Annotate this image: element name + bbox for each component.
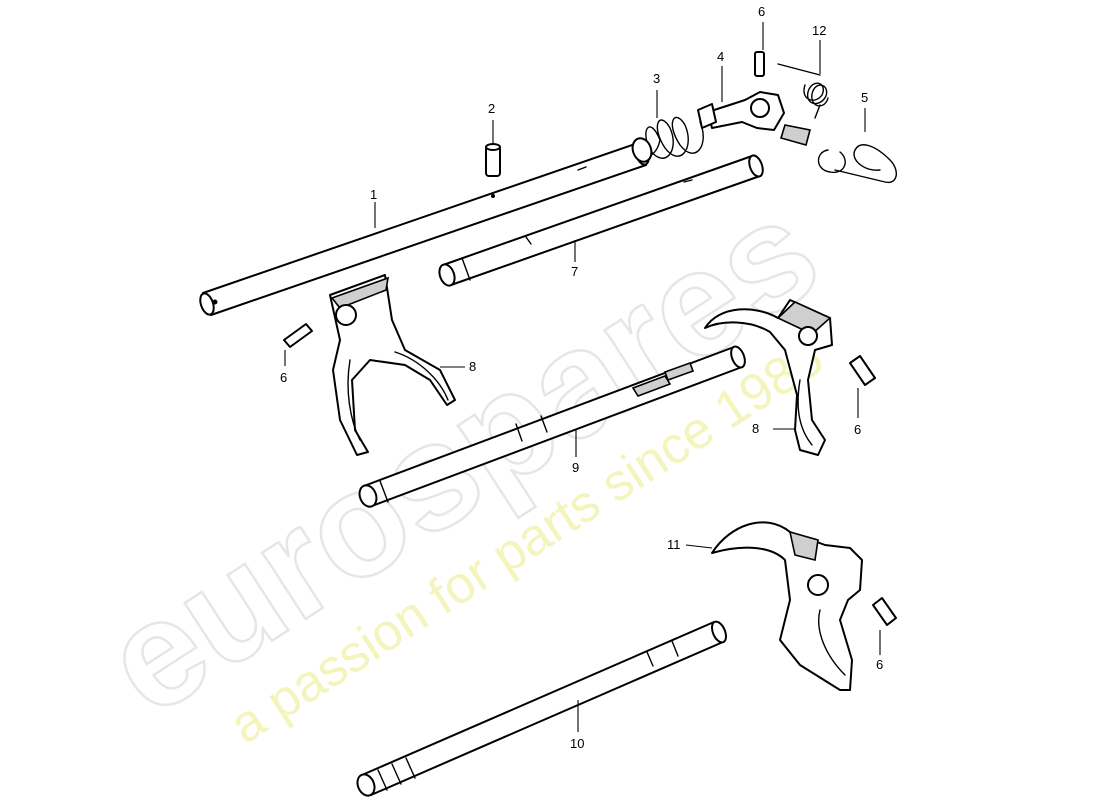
callout-1: 1 [370, 187, 377, 202]
shift-fork-8-left [329, 274, 456, 456]
callout-8-right: 8 [752, 421, 759, 436]
pin-6-top [754, 51, 765, 77]
callout-6-mid: 6 [854, 422, 861, 437]
callouts: 1 2 3 4 6 12 5 7 6 8 9 8 6 11 6 10 [280, 4, 883, 751]
shift-rod-7 [438, 154, 764, 287]
leader-lines [284, 22, 881, 732]
callout-6-bottom: 6 [876, 657, 883, 672]
callout-9: 9 [572, 460, 579, 475]
roll-pin-2 [485, 143, 501, 177]
shift-rod-10 [356, 620, 727, 797]
torsion-spring-12 [777, 63, 829, 119]
callout-2: 2 [488, 101, 495, 116]
callout-6-left: 6 [280, 370, 287, 385]
detent-lever-4 [697, 91, 811, 146]
shift-fork-11 [711, 521, 863, 691]
callout-4: 4 [717, 49, 724, 64]
shift-fork-8-right [704, 299, 833, 456]
pin-6-bottom [872, 597, 897, 626]
pin-6-left [283, 323, 313, 348]
callout-7: 7 [571, 264, 578, 279]
callout-10: 10 [570, 736, 584, 751]
coil-spring-3 [631, 116, 704, 163]
clip-spring-5 [817, 144, 897, 184]
callout-11: 11 [667, 537, 681, 552]
pin-6-mid [849, 355, 876, 386]
callout-5: 5 [861, 90, 868, 105]
shift-rod-9 [358, 345, 746, 508]
callout-8-left: 8 [469, 359, 476, 374]
callout-3: 3 [653, 71, 660, 86]
callout-6-top: 6 [758, 4, 765, 19]
callout-12: 12 [812, 23, 826, 38]
